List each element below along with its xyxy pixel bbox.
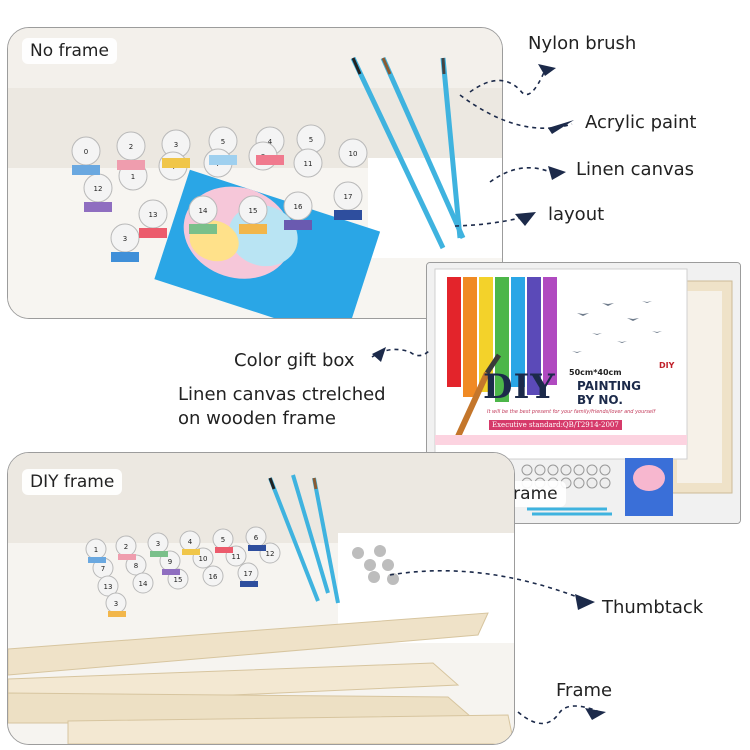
callout-acrylic-paint: Acrylic paint [585,112,697,133]
svg-text:12: 12 [266,550,275,558]
svg-text:8: 8 [134,562,138,570]
svg-text:17: 17 [344,193,353,201]
svg-text:17: 17 [244,570,253,578]
svg-text:5: 5 [221,138,225,146]
callout-nylon-brush: Nylon brush [528,33,637,54]
svg-text:13: 13 [104,583,113,591]
svg-text:15: 15 [174,576,183,584]
svg-text:3: 3 [174,141,178,149]
gift-box-standard: Executive standard:QB/T2914-2007 [489,420,622,430]
callout-color-gift-box: Color gift box [234,350,355,371]
svg-text:12: 12 [94,185,103,193]
svg-text:9: 9 [168,558,172,566]
svg-text:16: 16 [209,573,218,581]
callout-layout: layout [548,204,605,225]
paint-pots-bottom: 1 2 3 4 5 6 7 8 9 10 11 12 13 14 15 16 1… [85,526,281,617]
gift-box-slogan: It will be the best present for your fam… [487,409,656,415]
svg-text:3: 3 [114,600,118,608]
svg-text:1: 1 [131,173,135,181]
no-frame-panel: 0 2 3 5 4 5 12 1 4 7 8 11 10 13 14 15 16… [7,27,503,319]
no-frame-label: No frame [22,38,117,64]
svg-text:5: 5 [309,136,313,144]
diy-frame-photo: 1 2 3 4 5 6 7 8 9 10 11 12 13 14 15 16 1… [8,453,514,744]
svg-text:3: 3 [156,540,160,548]
no-frame-photo: 0 2 3 5 4 5 12 1 4 7 8 11 10 13 14 15 16… [8,28,502,318]
ready-frame-kit [521,458,673,516]
svg-text:4: 4 [268,138,273,146]
svg-text:5: 5 [221,536,225,544]
svg-text:4: 4 [188,538,193,546]
callout-linen-canvas: Linen canvas [576,159,695,180]
svg-text:7: 7 [101,565,105,573]
callout-frame: Frame [556,680,613,701]
ready-frame-panel: 50cm*40cm DIY PAINTING BY NO. It will be… [426,262,741,524]
gift-box-size: 50cm*40cm [569,368,622,377]
ready-frame-photo [427,263,740,523]
gift-box-brand: DIY [483,367,556,407]
svg-text:2: 2 [129,143,133,151]
diy-frame-panel: 1 2 3 4 5 6 7 8 9 10 11 12 13 14 15 16 1… [7,452,515,745]
callout-stretched-line-1: Linen canvas ctrelched [178,384,386,405]
callout-thumbtack: Thumbtack [602,597,704,618]
svg-text:1: 1 [94,546,98,554]
svg-text:2: 2 [124,543,128,551]
svg-text:10: 10 [349,150,358,158]
svg-text:3: 3 [123,235,127,243]
svg-text:14: 14 [139,580,148,588]
svg-text:10: 10 [199,555,208,563]
gift-box-subtitle-1: PAINTING [577,379,642,393]
wooden-bars [8,612,514,744]
svg-text:11: 11 [304,160,313,168]
gift-box-corner-brand: DIY [659,361,675,370]
gift-box-subtitle-2: BY NO. [577,393,623,407]
callout-stretched-line-2: on wooden frame [178,408,336,429]
diy-frame-label: DIY frame [22,469,123,495]
svg-text:16: 16 [294,203,303,211]
svg-text:14: 14 [199,207,208,215]
svg-text:13: 13 [149,211,158,219]
svg-text:11: 11 [232,553,241,561]
svg-text:6: 6 [254,534,259,542]
svg-text:0: 0 [84,148,88,156]
paint-pots-top: 0 2 3 5 4 5 12 1 4 7 8 11 10 13 14 15 16… [71,124,368,262]
svg-text:15: 15 [249,207,258,215]
